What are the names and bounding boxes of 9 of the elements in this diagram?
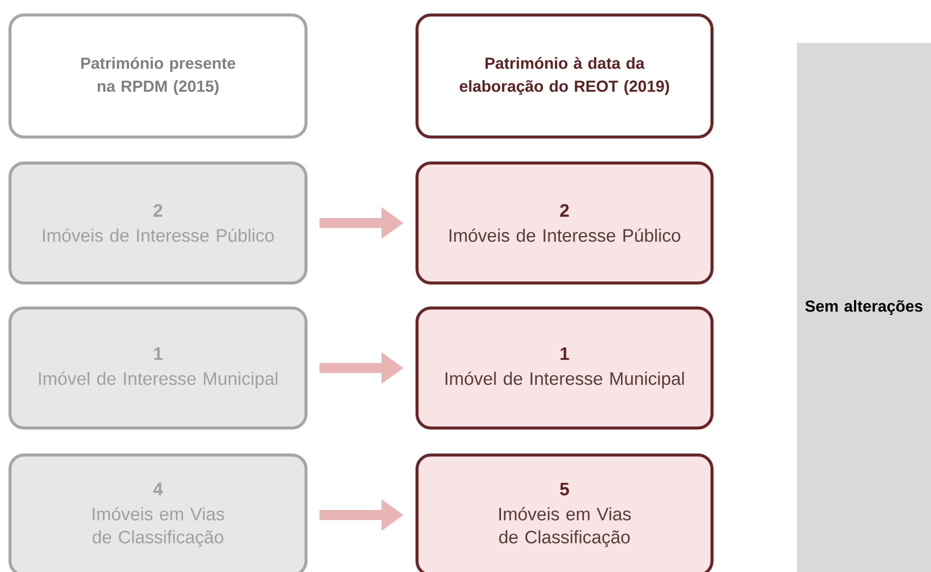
heading-box: Património à data da elaboração do REOT (2019) [416, 14, 714, 138]
category-box: 5 Imóveis em Vias de Classificação [416, 454, 714, 572]
heading-box: Património presente na RPDM (2015) [8, 14, 308, 138]
category-box: 1 Imóvel de Interesse Municipal [8, 306, 308, 430]
category-box: 1 Imóvel de Interesse Municipal [416, 306, 714, 430]
category-box: 2 Imóveis de Interesse Público [8, 162, 308, 284]
category-box: 4 Imóveis em Vias de Classificação [8, 454, 308, 572]
side-band: Sem alterações [797, 43, 931, 572]
category-box: 2 Imóveis de Interesse Público [416, 162, 714, 284]
